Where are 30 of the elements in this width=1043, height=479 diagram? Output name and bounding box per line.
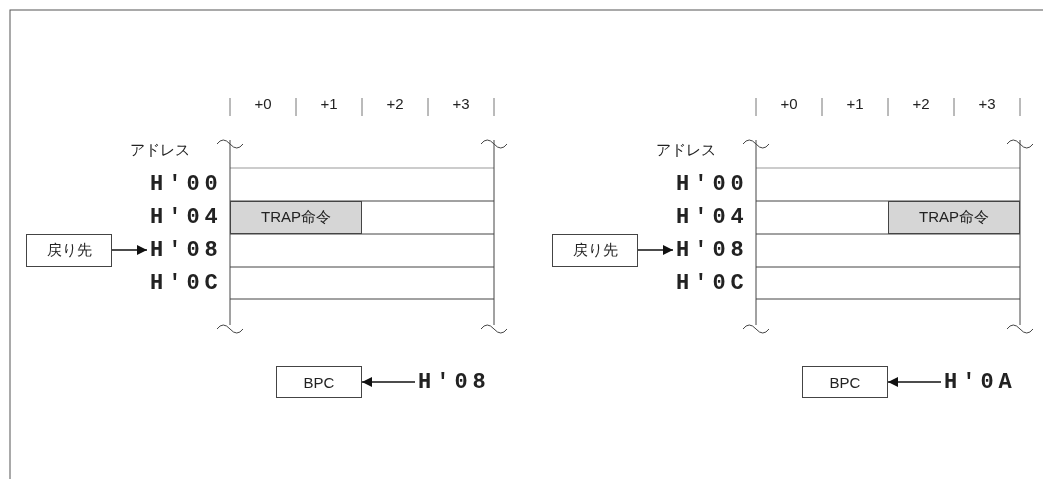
address-label: H'00 — [150, 171, 224, 197]
arrow — [887, 377, 942, 387]
label-box: 戻り先 — [552, 234, 638, 267]
column-heading: アドレス — [655, 139, 716, 160]
offset-label: +0 — [779, 93, 799, 114]
address-label: H'04 — [150, 204, 224, 230]
offset-label: +1 — [845, 93, 865, 114]
address-label: H'04 — [676, 204, 750, 230]
address-label: H'0C — [150, 270, 224, 296]
instruction-cell: TRAP命令 — [230, 201, 362, 234]
address-label: H'08 — [676, 237, 754, 263]
arrow — [361, 377, 416, 387]
address-label: H'0C — [676, 270, 750, 296]
offset-label: +2 — [911, 93, 931, 114]
offset-label: +0 — [253, 93, 273, 114]
label-box: 戻り先 — [26, 234, 112, 267]
offset-label: +1 — [319, 93, 339, 114]
offset-label: +3 — [451, 93, 471, 114]
address-label: H'0A — [944, 369, 1022, 395]
instruction-cell: TRAP命令 — [888, 201, 1020, 234]
offset-label: +2 — [385, 93, 405, 114]
column-heading: アドレス — [129, 139, 190, 160]
address-label: H'08 — [418, 369, 496, 395]
address-label: H'00 — [676, 171, 750, 197]
arrow — [111, 245, 148, 255]
offset-label: +3 — [977, 93, 997, 114]
arrow — [637, 245, 674, 255]
register-box: BPC — [802, 366, 888, 398]
register-box: BPC — [276, 366, 362, 398]
address-label: H'08 — [150, 237, 228, 263]
